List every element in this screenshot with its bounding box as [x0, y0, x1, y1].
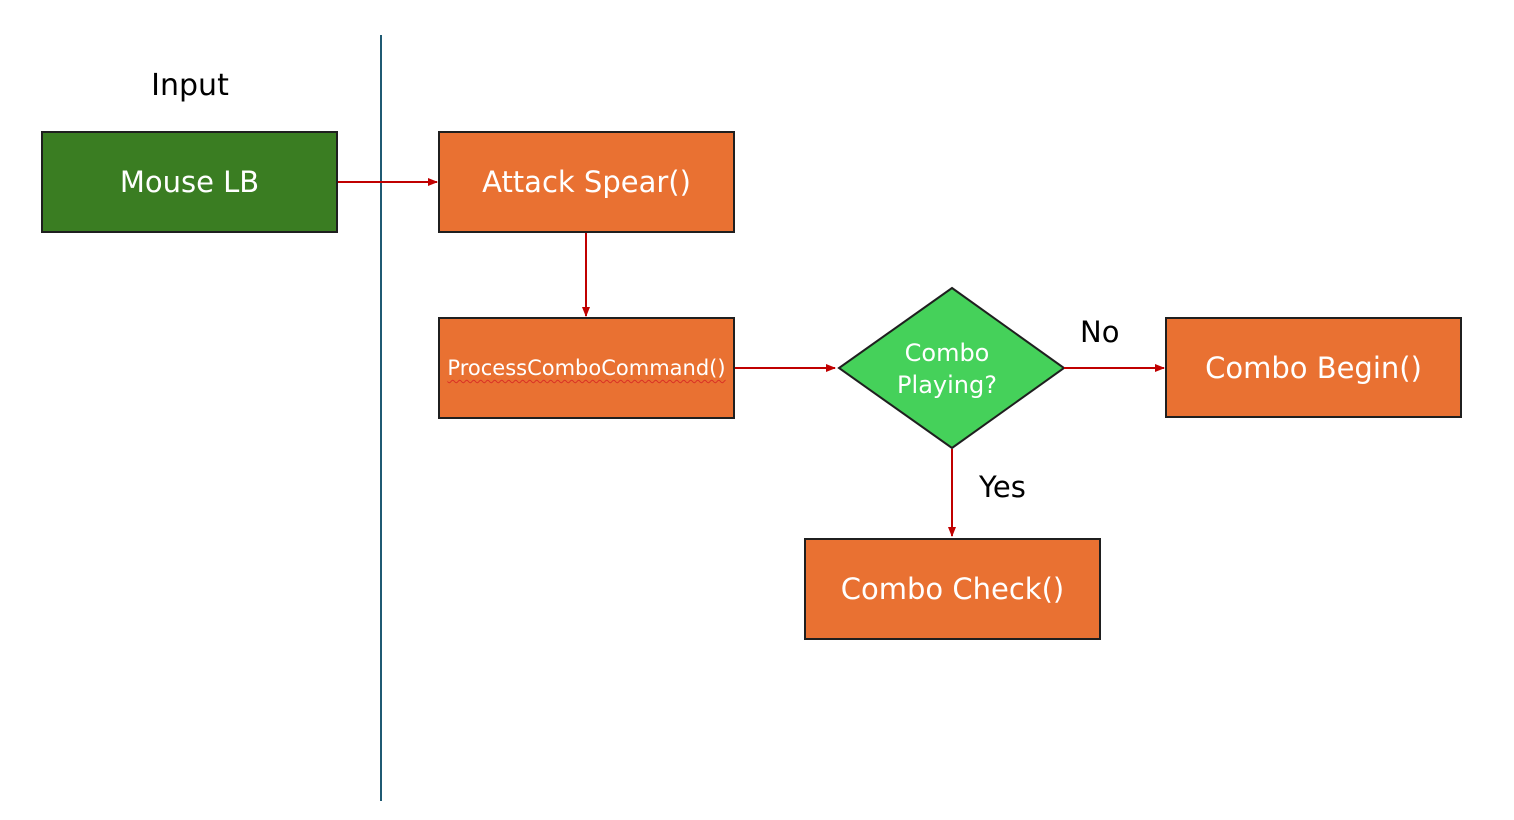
combo-check-node: Combo Check(): [804, 538, 1101, 640]
yes-edge-label: Yes: [979, 470, 1026, 504]
decision-label: Combo Playing?: [850, 337, 1044, 401]
lane-title: Input: [151, 68, 229, 103]
combo-begin-node: Combo Begin(): [1165, 317, 1462, 418]
combo-begin-label: Combo Begin(): [1205, 350, 1422, 385]
mouse-lb-node: Mouse LB: [41, 131, 338, 233]
mouse-lb-label: Mouse LB: [119, 165, 260, 199]
process-combo-command-node: ProcessComboCommand(): [438, 317, 735, 419]
decision-label-line1: Combo: [904, 339, 990, 367]
process-combo-command-label: ProcessComboCommand(): [447, 356, 726, 380]
combo-check-label: Combo Check(): [840, 572, 1065, 606]
no-edge-label: No: [1080, 315, 1120, 349]
decision-diamond: [837, 286, 1066, 450]
attack-spear-node: Attack Spear(): [438, 131, 735, 233]
decision-label-line2: Playing?: [897, 371, 997, 399]
attack-spear-label: Attack Spear(): [482, 165, 691, 199]
